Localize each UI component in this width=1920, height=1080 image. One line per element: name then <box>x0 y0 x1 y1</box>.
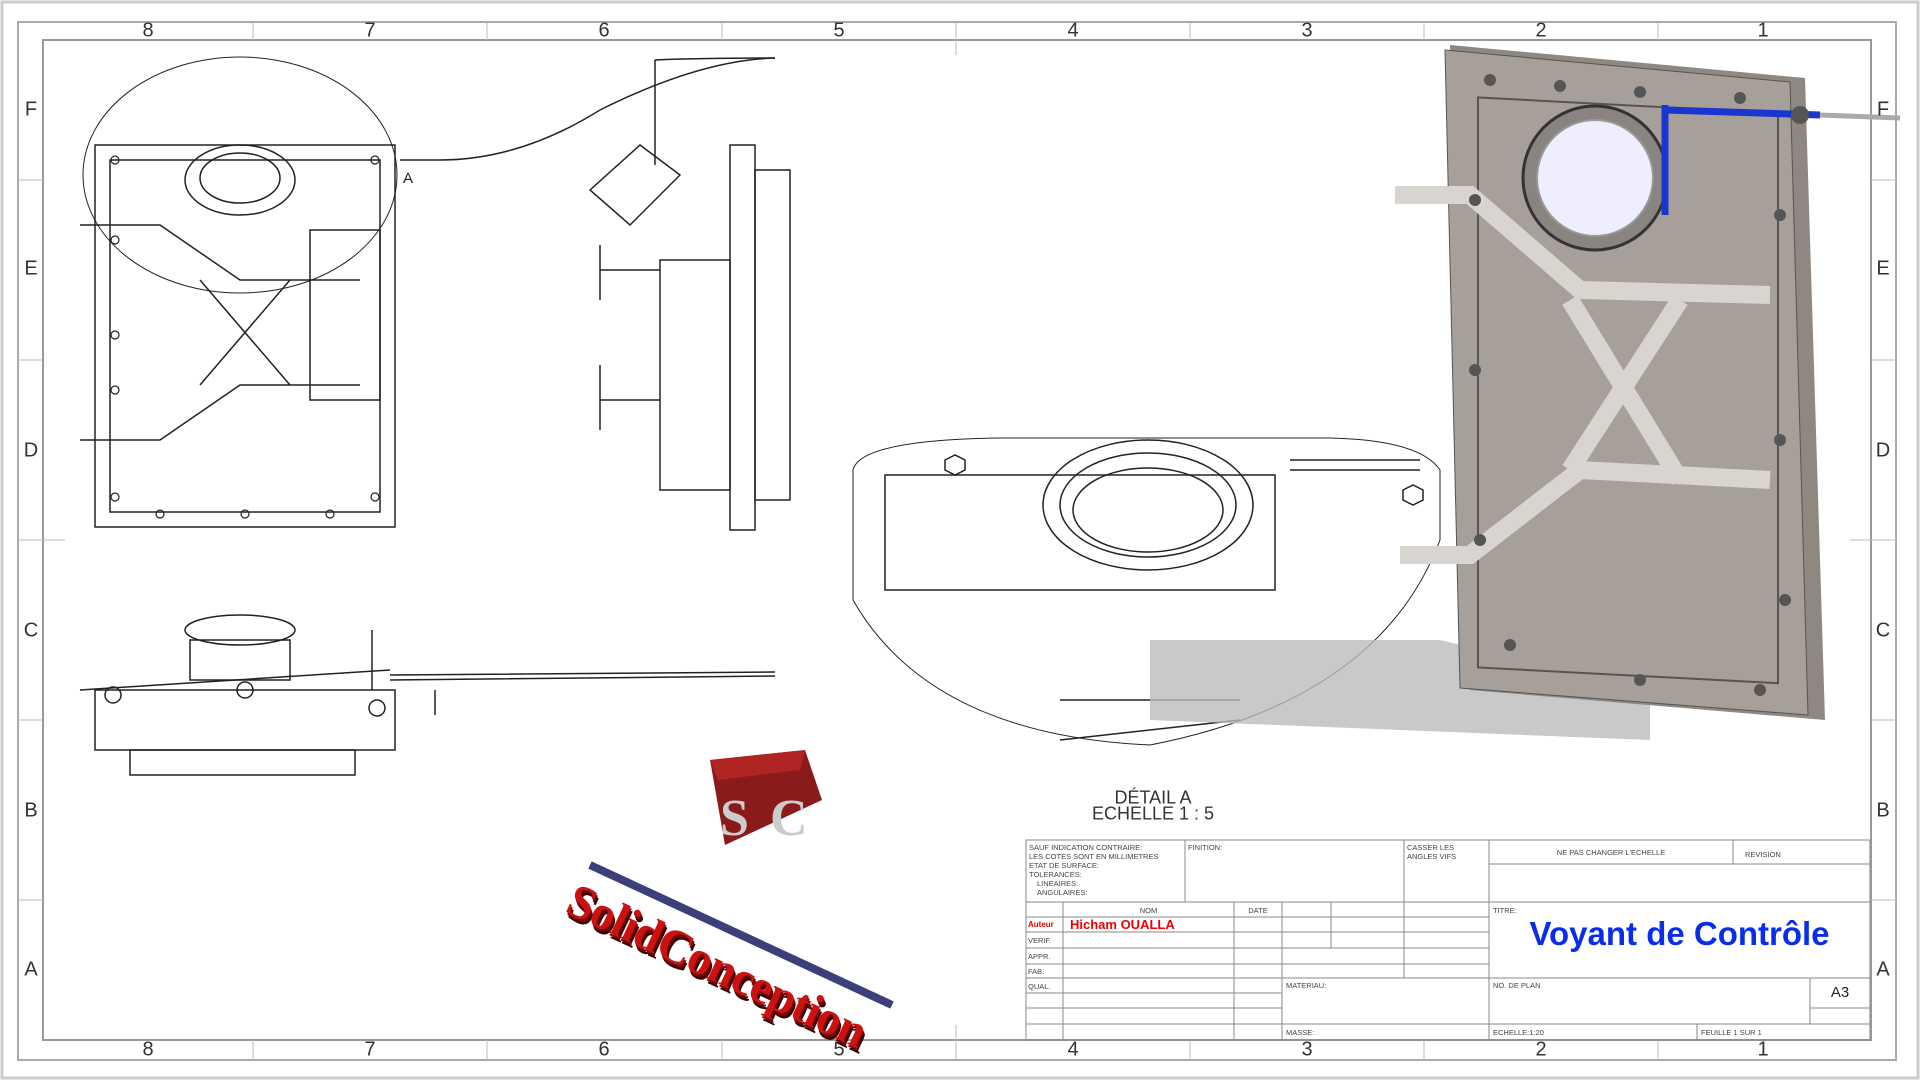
qual-label: QUAL. <box>1028 982 1051 991</box>
general-notes: SAUF INDICATION CONTRAIRE: LES COTES SON… <box>1029 843 1158 897</box>
casser-line: CASSER LES <box>1407 843 1455 852</box>
row-label: D <box>1875 439 1891 462</box>
column-label: 1 <box>1757 19 1769 42</box>
detail-marker: A <box>403 170 414 187</box>
echelle-label: ECHELLE:1:20 <box>1493 1028 1544 1037</box>
column-label: 5 <box>833 1038 845 1061</box>
row-label: A <box>24 958 38 981</box>
date-header: DATE <box>1248 906 1268 915</box>
revision-label: REVISION <box>1745 850 1781 859</box>
row-label: B <box>1876 799 1890 822</box>
column-label: 1 <box>1757 1038 1769 1061</box>
column-label: 8 <box>142 1038 154 1061</box>
column-label: 3 <box>1301 19 1313 42</box>
title-block-grid <box>1025 839 1871 1041</box>
column-label: 8 <box>142 19 154 42</box>
row-label: F <box>24 98 38 121</box>
column-label: 4 <box>1067 1038 1079 1061</box>
column-label: 4 <box>1067 19 1079 42</box>
column-label: 3 <box>1301 1038 1313 1061</box>
detail-title: DÉTAIL A <box>1114 787 1192 808</box>
svg-text:C: C <box>770 790 808 847</box>
column-label: 5 <box>833 19 845 42</box>
fab-label: FAB. <box>1028 967 1045 976</box>
row-label: E <box>24 257 38 280</box>
plan-number-label: No. DE PLAN <box>1493 981 1541 990</box>
column-label: 7 <box>364 1038 376 1061</box>
top-view <box>79 614 776 776</box>
row-label: F <box>1876 98 1890 121</box>
note-line: ETAT DE SURFACE: <box>1029 861 1100 870</box>
row-label: E <box>1876 257 1890 280</box>
author-name: Hicham OUALLA <box>1070 917 1175 932</box>
detail-scale: ECHELLE 1 : 5 <box>1091 803 1215 824</box>
logo-graphic: S C <box>588 750 894 1009</box>
column-label: 6 <box>598 1038 610 1061</box>
svg-text:S: S <box>720 790 749 847</box>
sheet-format: A3 <box>1830 984 1850 1001</box>
row-label: C <box>1875 619 1891 642</box>
detail-view <box>852 437 1441 746</box>
column-label: 7 <box>364 19 376 42</box>
finition-label: FINITION: <box>1188 843 1223 852</box>
titre-label: TITRE: <box>1493 906 1517 915</box>
scale-note: NE PAS CHANGER L'ECHELLE <box>1556 848 1666 857</box>
row-label: B <box>24 799 38 822</box>
note-line: ANGULAIRES: <box>1037 888 1088 897</box>
column-label: 2 <box>1535 1038 1547 1061</box>
casser-line: ANGLES VIFS <box>1407 852 1457 861</box>
note-line: TOLERANCES: <box>1029 870 1082 879</box>
verif-label: VERIF. <box>1028 936 1052 945</box>
feuille-label: FEUILLE 1 SUR 1 <box>1701 1028 1762 1037</box>
masse-label: MASSE: <box>1286 1028 1315 1037</box>
row-label: A <box>1876 958 1890 981</box>
front-view <box>80 56 776 528</box>
auteur-label: Auteur <box>1028 920 1054 929</box>
row-label: C <box>23 619 39 642</box>
side-view <box>588 57 791 531</box>
drawing-title: Voyant de Contrôle <box>1529 915 1830 952</box>
render-3d <box>1395 45 1901 720</box>
row-label: D <box>23 439 39 462</box>
column-label: 2 <box>1535 19 1547 42</box>
note-line: SAUF INDICATION CONTRAIRE: <box>1029 843 1143 852</box>
nom-header: NOM <box>1139 906 1158 915</box>
materiau-label: MATERIAU: <box>1286 981 1327 990</box>
note-line: LINEAIRES: <box>1037 879 1079 888</box>
note-line: LES COTES SONT EN MILLIMETRES <box>1029 852 1159 861</box>
column-label: 6 <box>598 19 610 42</box>
appr-label: APPR. <box>1028 952 1051 961</box>
